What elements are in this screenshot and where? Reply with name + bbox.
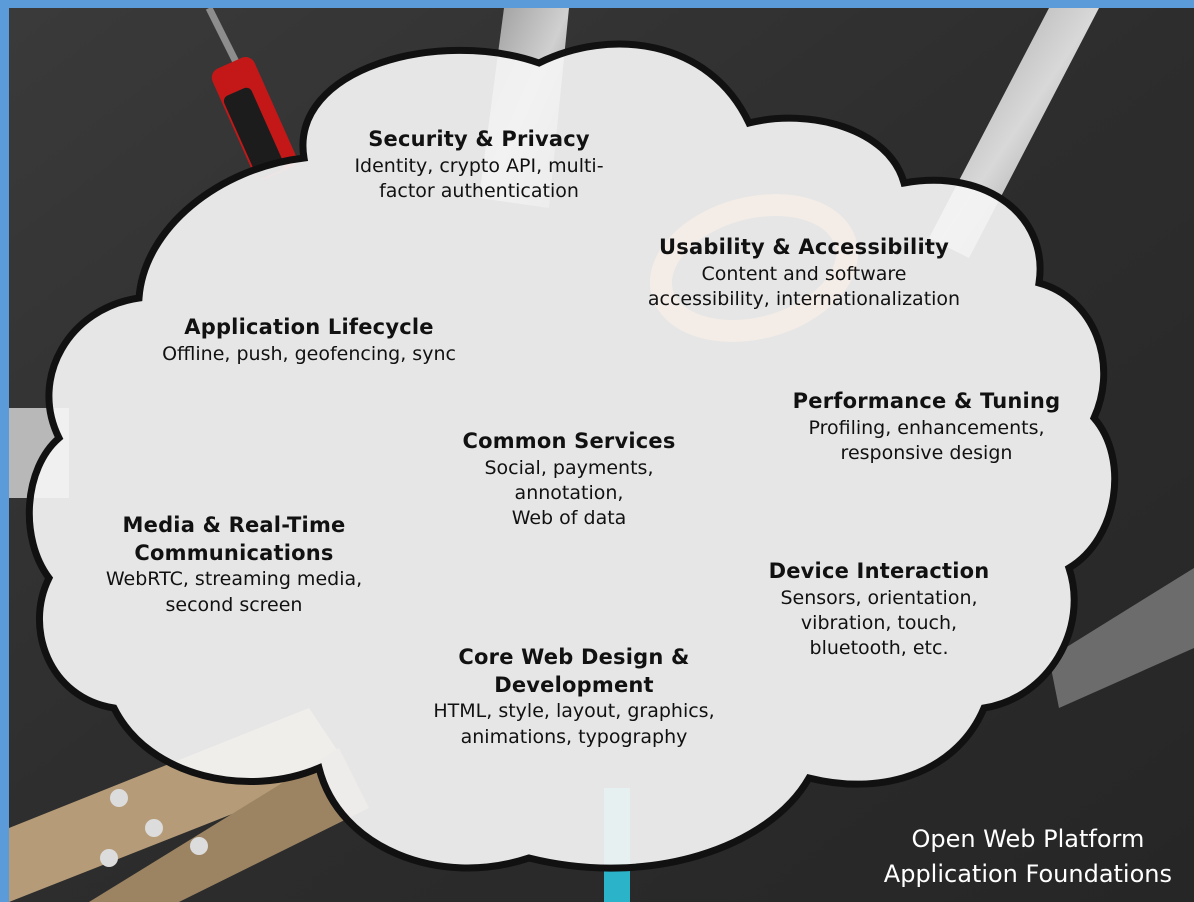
node-services-title: Common Services [462, 429, 676, 453]
node-services-desc-3: Web of data [511, 506, 627, 529]
node-usability-desc-1: Content and software [701, 262, 907, 285]
node-device-desc-3: bluetooth, etc. [809, 636, 949, 659]
node-security-desc-2: factor authentication [379, 179, 579, 202]
cloud-diagram: Security & Privacy Identity, crypto API,… [9, 8, 1194, 902]
frame-left-border [0, 0, 9, 902]
node-device-desc-1: Sensors, orientation, [780, 586, 978, 609]
node-performance: Performance & Tuning Profiling, enhancem… [754, 388, 1099, 466]
diagram-caption: Open Web Platform Application Foundation… [884, 822, 1172, 892]
frame-top-border [0, 0, 1194, 8]
node-usability-desc-2: accessibility, internationalization [647, 287, 961, 310]
node-services-desc-1: Social, payments, [484, 456, 654, 479]
node-security-title: Security & Privacy [368, 127, 590, 151]
node-lifecycle-desc-1: Offline, push, geofencing, sync [162, 342, 456, 365]
node-device: Device Interaction Sensors, orientation,… [729, 558, 1029, 661]
node-device-title: Device Interaction [768, 559, 990, 583]
node-security: Security & Privacy Identity, crypto API,… [314, 126, 644, 204]
node-services: Common Services Social, payments, annota… [429, 428, 709, 531]
node-performance-desc-1: Profiling, enhancements, [808, 416, 1045, 439]
node-lifecycle-title: Application Lifecycle [184, 315, 434, 339]
screwdriver-shape [205, 8, 297, 179]
node-core-title-1: Core Web Design & [458, 645, 690, 669]
node-media-title-2: Communications [134, 540, 334, 565]
caption-line-1: Open Web Platform [911, 825, 1145, 854]
node-core-desc-2: animations, typography [460, 725, 688, 748]
node-lifecycle: Application Lifecycle Offline, push, geo… [129, 314, 489, 367]
node-media: Media & Real-Time Communications WebRTC,… [79, 512, 389, 618]
node-device-desc-2: vibration, touch, [800, 611, 958, 634]
node-media-desc-1: WebRTC, streaming media, [105, 568, 363, 591]
cloud-shape [25, 40, 1119, 872]
node-media-desc-2: second screen [165, 593, 303, 616]
node-usability-title: Usability & Accessibility [659, 235, 949, 259]
node-usability: Usability & Accessibility Content and so… [604, 234, 1004, 312]
background-photo [9, 8, 1194, 902]
node-core-desc-1: HTML, style, layout, graphics, [433, 700, 715, 723]
caption-line-2: Application Foundations [883, 860, 1172, 889]
node-security-desc-1: Identity, crypto API, multi- [354, 154, 604, 177]
node-media-title-1: Media & Real-Time [122, 513, 346, 537]
node-performance-desc-2: responsive design [840, 441, 1013, 464]
node-performance-title: Performance & Tuning [792, 389, 1061, 413]
node-core: Core Web Design & Development HTML, styl… [394, 644, 754, 750]
node-services-desc-2: annotation, [514, 481, 624, 504]
node-core-title-2: Development [494, 672, 654, 697]
